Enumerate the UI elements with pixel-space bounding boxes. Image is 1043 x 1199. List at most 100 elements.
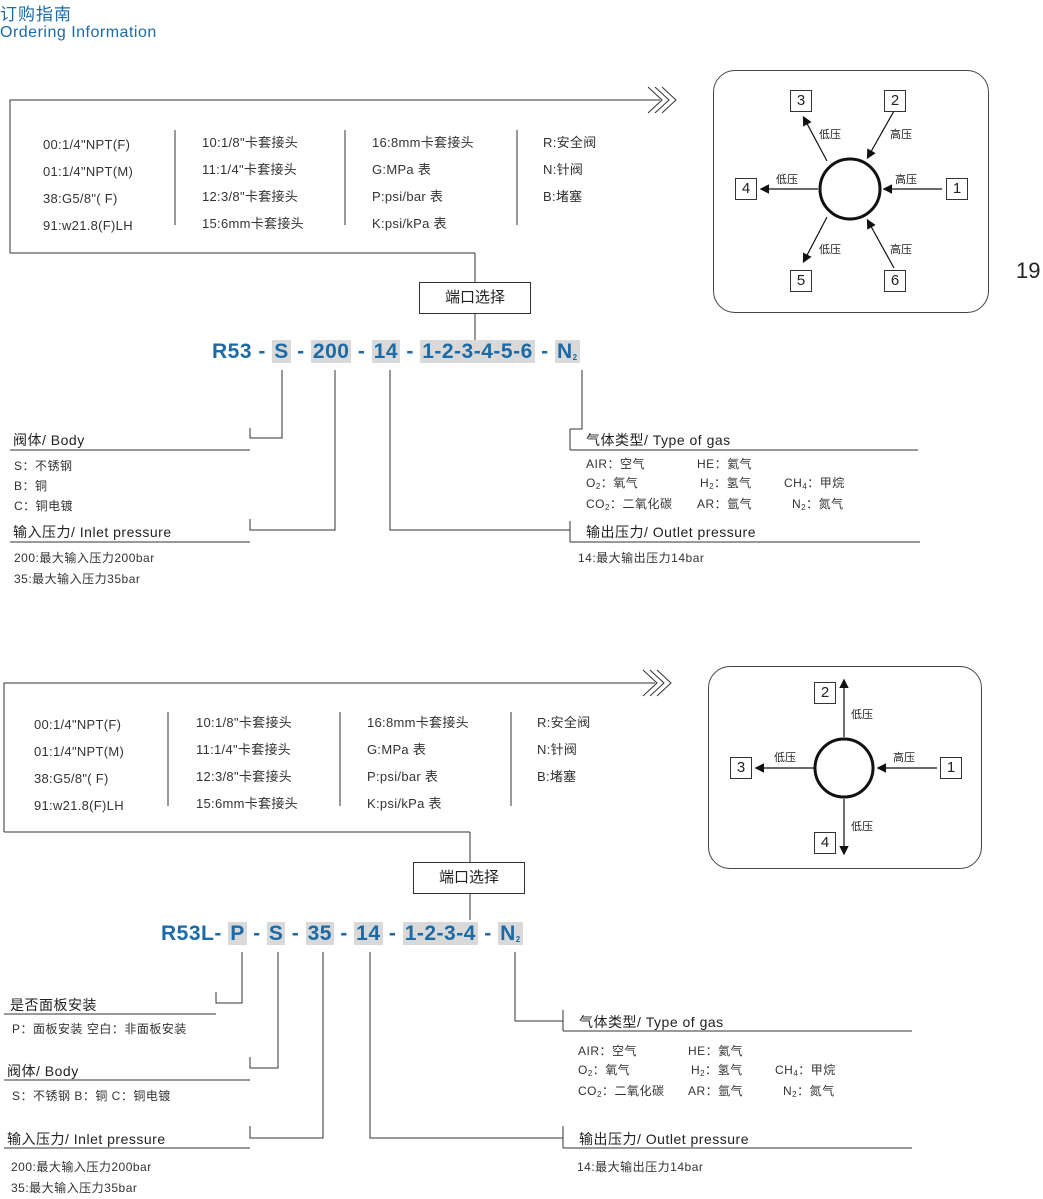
- body-option: C：铜电镀: [14, 499, 74, 513]
- port-select-box: 端口选择: [413, 862, 525, 894]
- port-2: 2: [814, 682, 836, 704]
- option: 12:3/8"卡套接头: [196, 769, 293, 784]
- gas-ch4: CH4：甲烷: [784, 476, 845, 491]
- option: N:针阀: [543, 162, 584, 177]
- code-outlet: 14: [354, 922, 383, 945]
- inlet-title: 输入压力/ Inlet pressure: [13, 524, 172, 540]
- option: 00:1/4"NPT(F): [43, 137, 131, 152]
- option: 11:1/4"卡套接头: [196, 742, 292, 757]
- title-chinese: 订购指南: [0, 5, 72, 24]
- option: 38:G5/8"( F): [43, 191, 118, 206]
- gas-co2: CO2：二氧化碳: [586, 497, 673, 512]
- options-col2: 10:1/8"卡套接头 11:1/4"卡套接头 12:3/8"卡套接头 15:6…: [196, 709, 298, 817]
- gas-ch4: CH4：甲烷: [775, 1063, 836, 1078]
- label-low: 低压: [819, 244, 841, 256]
- option: N:针阀: [537, 742, 578, 757]
- option: G:MPa 表: [367, 742, 427, 757]
- body-title: 阀体/ Body: [13, 432, 85, 448]
- port-6: 6: [884, 270, 906, 292]
- port-diagram-arrows: [754, 678, 937, 856]
- inlet-title: 输入压力/ Inlet pressure: [7, 1131, 166, 1147]
- model-code: R53 - S - 200 - 14 - 1-2-3-4-5-6 - N2: [212, 340, 580, 364]
- gas-air: AIR：空气: [578, 1044, 638, 1058]
- inlet-option: 35:最大输入压力35bar: [11, 1181, 138, 1195]
- label-low: 低压: [819, 129, 841, 141]
- code-sep: -: [258, 340, 266, 363]
- code-sep: -: [214, 922, 222, 945]
- port-select-box: 端口选择: [419, 282, 531, 314]
- port-diagram-6: 1 2 3 4 5 6 高压 高压 高压 低压 低压 低压: [713, 70, 989, 313]
- option: 01:1/4"NPT(M): [34, 744, 125, 759]
- inlet-option: 200:最大输入压力200bar: [11, 1160, 152, 1174]
- option: K:psi/kPa 表: [367, 796, 442, 811]
- options-col3: 16:8mm卡套接头 G:MPa 表 P:psi/bar 表 K:psi/kPa…: [372, 129, 474, 237]
- body-options: S：不锈钢 B：铜 C：铜电镀: [14, 456, 73, 516]
- code-base: R53L: [161, 922, 215, 945]
- option: P:psi/bar 表: [372, 189, 444, 204]
- option: 10:1/8"卡套接头: [202, 135, 299, 150]
- gas-he: HE：氦气: [697, 457, 753, 471]
- gas-title: 气体类型/ Type of gas: [586, 432, 731, 448]
- gas-ar: AR：氩气: [697, 497, 753, 511]
- option: 16:8mm卡套接头: [372, 135, 474, 150]
- label-low: 低压: [776, 174, 798, 186]
- port-1: 1: [946, 178, 968, 200]
- port-1: 1: [940, 757, 962, 779]
- panel-mount-options: P：面板安装 空白：非面板安装: [12, 1022, 187, 1036]
- inlet-option: 35:最大输入压力35bar: [14, 572, 141, 586]
- label-low: 低压: [851, 821, 873, 833]
- code-ports: 1-2-3-4: [402, 922, 478, 945]
- inlet-options: 200:最大输入压力200bar 35:最大输入压力35bar: [11, 1157, 152, 1199]
- code-gas-letter: N: [556, 340, 573, 363]
- options-col3: 16:8mm卡套接头 G:MPa 表 P:psi/bar 表 K:psi/kPa…: [367, 709, 469, 817]
- option: R:安全阀: [537, 715, 591, 730]
- code-sep: -: [406, 340, 414, 363]
- port-4: 4: [814, 832, 836, 854]
- model-code: R53L- P - S - 35 - 14 - 1-2-3-4 - N2: [161, 922, 523, 946]
- body-option: S：不锈钢: [14, 459, 73, 473]
- label-high: 高压: [890, 244, 912, 256]
- option: 16:8mm卡套接头: [367, 715, 469, 730]
- option: R:安全阀: [543, 135, 597, 150]
- inlet-options: 200:最大输入压力200bar 35:最大输入压力35bar: [14, 548, 155, 590]
- option: B:堵塞: [537, 769, 577, 784]
- gas-ar: AR：氩气: [688, 1084, 744, 1098]
- outlet-title: 输出压力/ Outlet pressure: [586, 524, 756, 540]
- port-3: 3: [790, 90, 812, 112]
- gas-title: 气体类型/ Type of gas: [579, 1014, 724, 1030]
- option: G:MPa 表: [372, 162, 432, 177]
- option: K:psi/kPa 表: [372, 216, 447, 231]
- gas-n2: N2：氮气: [783, 1084, 835, 1099]
- body-title: 阀体/ Body: [7, 1063, 79, 1079]
- code-body: S: [266, 922, 286, 945]
- code-base: R53: [212, 340, 253, 363]
- outlet-option: 14:最大输出压力14bar: [577, 1160, 704, 1174]
- port-diagram-4: 1 2 3 4 高压 低压 低压 低压: [708, 666, 982, 869]
- code-gas-sub: 2: [572, 353, 578, 362]
- code-gas-letter: N: [500, 922, 516, 945]
- gas-co2: CO2：二氧化碳: [578, 1084, 665, 1099]
- port-3: 3: [730, 757, 752, 779]
- gas-o2: O2：氧气: [578, 1063, 631, 1078]
- options-col4: R:安全阀 N:针阀 B:堵塞: [543, 129, 597, 210]
- options-col2: 10:1/8"卡套接头 11:1/4"卡套接头 12:3/8"卡套接头 15:6…: [202, 129, 304, 237]
- option: 00:1/4"NPT(F): [34, 717, 122, 732]
- gas-he: HE：氦气: [688, 1044, 744, 1058]
- options-col1: 00:1/4"NPT(F) 01:1/4"NPT(M) 38:G5/8"( F)…: [43, 131, 133, 239]
- option: 91:w21.8(F)LH: [34, 798, 124, 813]
- label-low: 低压: [774, 752, 796, 764]
- option: 12:3/8"卡套接头: [202, 189, 299, 204]
- code-sep: -: [340, 922, 348, 945]
- label-high: 高压: [893, 752, 915, 764]
- body-options: S：不锈钢 B：铜 C：铜电镀: [12, 1089, 171, 1103]
- label-low: 低压: [851, 709, 873, 721]
- code-panel: P: [228, 922, 247, 945]
- code-gas: N2: [554, 340, 580, 363]
- code-outlet: 14: [371, 340, 401, 363]
- page-number: 19: [1016, 258, 1041, 283]
- code-inlet: 35: [305, 922, 334, 945]
- option: 38:G5/8"( F): [34, 771, 109, 786]
- code-ports: 1-2-3-4-5-6: [420, 340, 535, 363]
- gas-air: AIR：空气: [586, 457, 646, 471]
- code-sep: -: [484, 922, 492, 945]
